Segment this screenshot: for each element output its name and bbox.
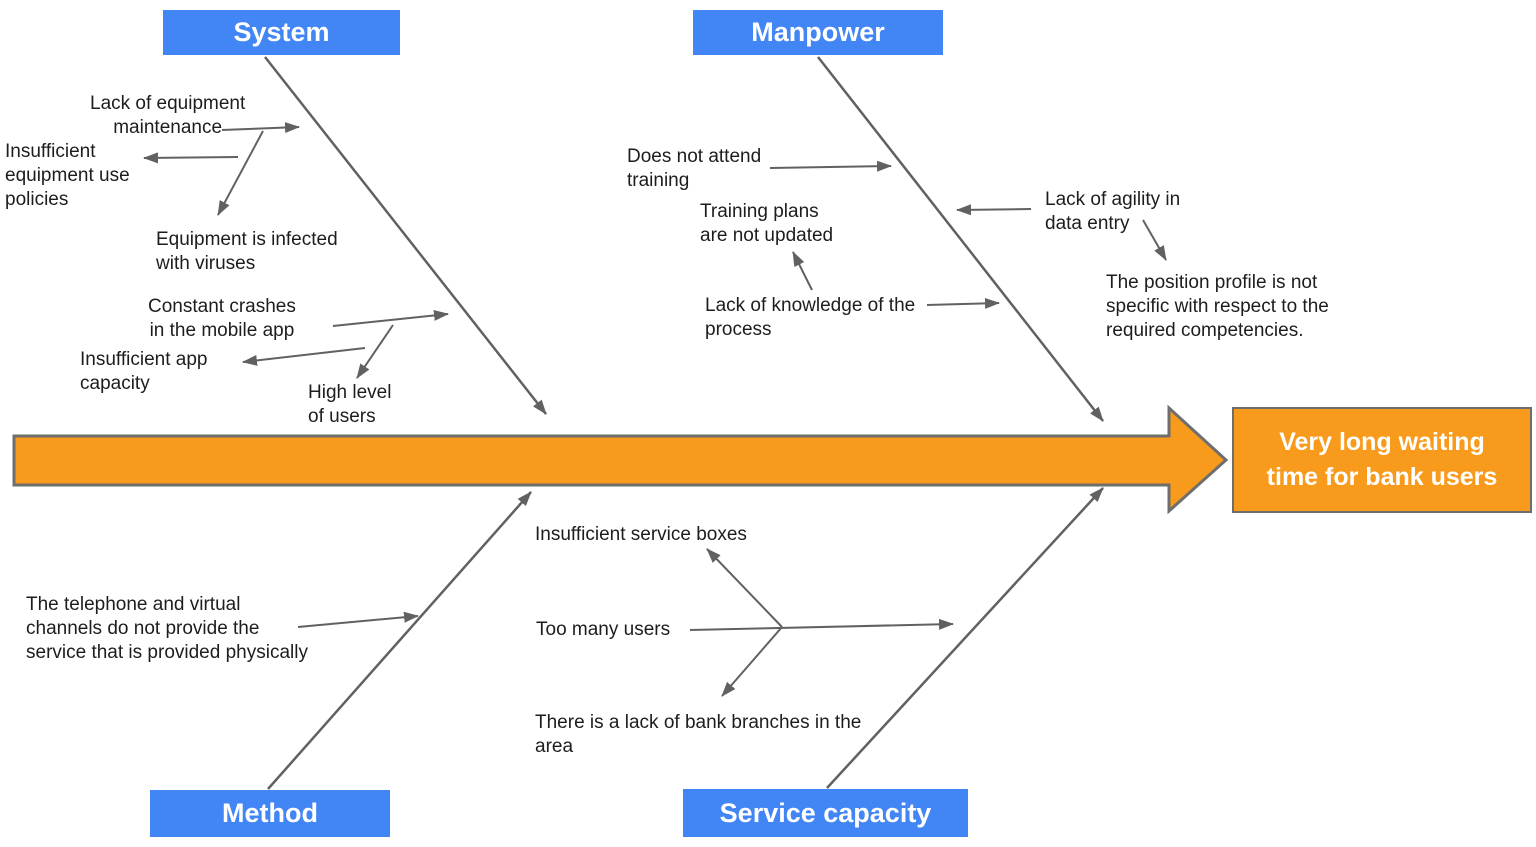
cause-high-level-users: High level of users: [308, 382, 392, 427]
arrow-knowledge-to-bone: [926, 297, 1000, 309]
arrow-to-service-boxes: [706, 548, 783, 628]
cause-lack-equipment-maintenance: Lack of equipment maintenance: [90, 93, 246, 138]
effect-box: Very long waiting time for bank users: [1232, 407, 1532, 513]
arrow-to-app-capacity: [242, 347, 366, 366]
arrow-crashes-to-bone: [332, 309, 449, 327]
arrow-to-equipment-infected: [217, 130, 264, 216]
cause-too-many-users: Too many users: [536, 619, 671, 640]
cause-lack-of-branches: There is a lack of bank branches in the …: [535, 712, 862, 757]
spine-arrow: [12, 404, 1229, 515]
cause-training-plans-not-updated: Training plans are not updated: [700, 201, 834, 246]
arrow-training-to-bone: [769, 160, 892, 172]
cause-does-not-attend-training: Does not attend training: [627, 146, 762, 191]
arrow-telephone-to-bone: [297, 611, 419, 628]
service-capacity-bone: [826, 487, 1104, 789]
cause-equipment-infected: Equipment is infected with viruses: [156, 229, 338, 274]
cause-insufficient-equipment-policies: Insufficient equipment use policies: [5, 141, 130, 210]
arrow-too-many-users-to-bone: [689, 618, 954, 631]
cause-telephone-virtual-channels: The telephone and virtual channels do no…: [26, 594, 308, 663]
manpower-bone: [817, 56, 1104, 422]
arrow-to-high-level-users: [356, 324, 394, 379]
category-box-service-capacity: Service capacity: [683, 789, 968, 837]
cause-constant-crashes: Constant crashes in the mobile app: [148, 296, 296, 341]
method-bone: [267, 491, 532, 790]
cause-lack-of-knowledge: Lack of knowledge of the process: [705, 295, 916, 340]
arrow-to-insufficient-policies: [143, 152, 239, 164]
arrow-agility-to-bone: [956, 204, 1032, 216]
cause-insufficient-service-boxes: Insufficient service boxes: [535, 524, 747, 545]
arrow-to-training-plans: [792, 251, 813, 291]
cause-position-profile: The position profile is not specific wit…: [1106, 272, 1329, 341]
arrow-to-position-profile: [1142, 219, 1167, 261]
cause-lack-of-agility: Lack of agility in data entry: [1045, 189, 1181, 234]
category-box-system: System: [163, 10, 400, 55]
system-bone: [264, 56, 547, 415]
category-box-method: Method: [150, 790, 390, 837]
arrow-to-bank-branches: [721, 626, 783, 697]
arrow-maintenance-to-bone: [221, 122, 300, 134]
cause-insufficient-app-capacity: Insufficient app capacity: [80, 349, 208, 394]
category-box-manpower: Manpower: [693, 10, 943, 55]
